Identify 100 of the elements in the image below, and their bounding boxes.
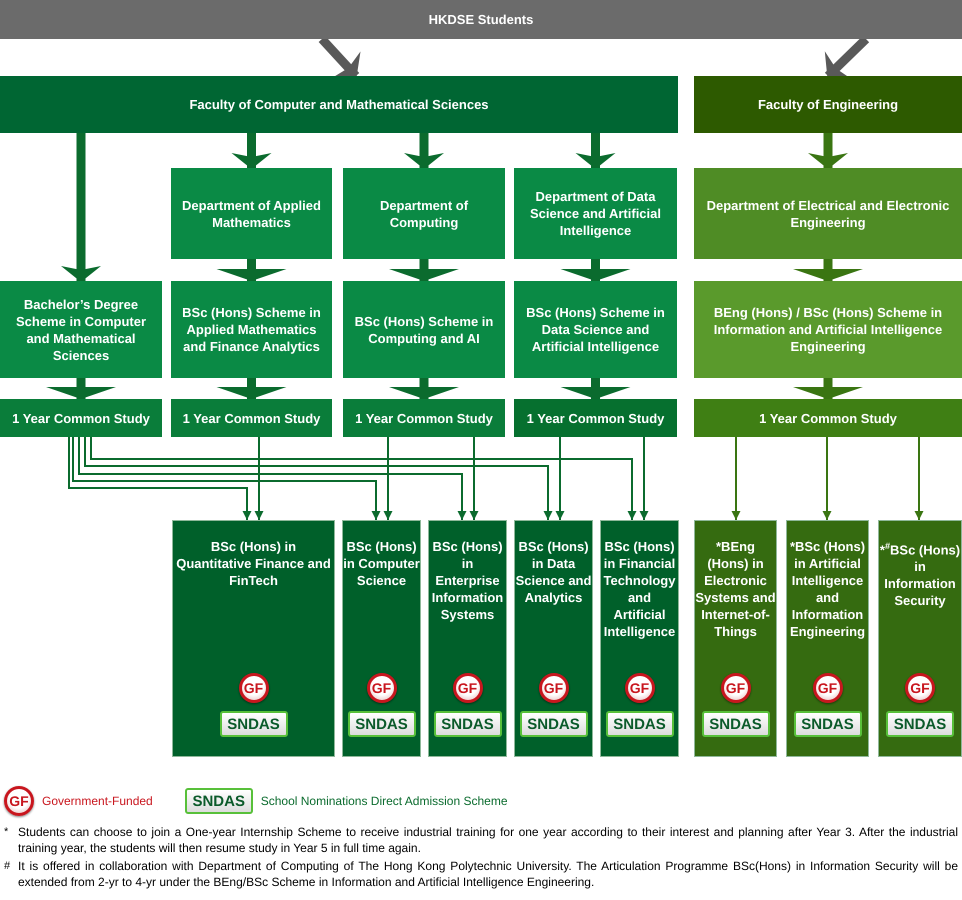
scheme-box (694, 76, 962, 133)
arrow (640, 437, 648, 520)
arrow (404, 133, 444, 169)
gf-badge: GF (624, 673, 654, 703)
box-title: BSc (Hons) Scheme in Computing and AI (354, 312, 494, 346)
box-title: *BEng (Hons) in Electronic Systems and Internet-of-Things (695, 538, 776, 640)
programme-box (172, 520, 335, 757)
programme-box (600, 520, 679, 757)
triangle-arrow (46, 378, 116, 399)
triangle-arrow (389, 259, 459, 281)
arrow (470, 437, 478, 520)
scheme-box (343, 399, 505, 437)
gf-badge: GF (238, 673, 268, 703)
box-title: BEng (Hons) / BSc (Hons) Scheme in Information and Artificial Intelligence Engineering (712, 304, 944, 355)
arrow (822, 437, 832, 520)
box-title: *BSc (Hons) in Artificial Intelligence and Information Engineering (788, 538, 866, 640)
scheme-box (694, 281, 962, 378)
arrow (72, 437, 380, 520)
programme-box (694, 520, 777, 757)
programme-box (342, 520, 421, 757)
sndas-badge: SNDAS (220, 711, 288, 737)
legend-text: School Nominations Direct Admission Scheme (260, 794, 508, 808)
box-title: 1 Year Common Study (355, 410, 493, 426)
box-title: Department of Computing (378, 196, 470, 230)
footnote-mark: * (4, 825, 10, 840)
programme-box (878, 520, 962, 757)
gf-badge: GF (538, 673, 568, 703)
scheme-box (0, 281, 162, 378)
scheme-box (171, 168, 332, 259)
scheme-box (343, 168, 505, 259)
box-title: BSc (Hons) Scheme in Data Science and Artificial Intelligence (525, 304, 666, 355)
triangle-arrow (793, 259, 863, 281)
box-title: 1 Year Common Study (182, 410, 320, 426)
arrow (576, 133, 616, 169)
box-title: BSc (Hons) in Computer Science (343, 538, 420, 589)
header-bar (0, 0, 962, 39)
sndas-badge: SNDAS (434, 711, 502, 737)
triangle-arrow (216, 378, 286, 399)
box-title: BSc (Hons) in Quantitative Finance and FinTech (175, 538, 332, 589)
gf-badge: GF (905, 673, 935, 703)
scheme-box (694, 399, 962, 437)
programme-box (786, 520, 869, 757)
arrow (84, 437, 552, 520)
scheme-box (171, 281, 332, 378)
arrow (808, 133, 848, 169)
box-title: *$^{#}$BSc (Hons) in Information Security (879, 540, 961, 610)
arrow (61, 133, 101, 282)
box-title: BSc (Hons) Scheme in Applied Mathematics and Finance Analytics (181, 304, 322, 355)
sndas-badge: SNDAS (348, 711, 416, 737)
arrow (556, 437, 564, 520)
scheme-box (514, 399, 677, 437)
gf-badge: GF (720, 673, 750, 703)
footnote-text: It is offered in collaboration with Department of Computing of The Hong Kong Polytechnic University. The Articulation Programme BSc(Hons) in Information Security will be extended from 2-yr to 4-yr under the BEng/BSc Scheme in Information and Artificial Intelligence Engineering. (18, 858, 958, 890)
box-title: BSc (Hons) in Data Science and Analytics (515, 538, 592, 606)
scheme-box (171, 399, 332, 437)
scheme-box (514, 168, 677, 259)
box-title: BSc (Hons) in Financial Technology and Artificial Intelligence (602, 538, 676, 640)
sndas-badge: SNDAS (520, 711, 588, 737)
triangle-arrow (560, 259, 630, 281)
scheme-box (694, 168, 962, 259)
triangle-arrow (216, 259, 286, 281)
gf-badge: GF (812, 673, 842, 703)
box-title: 1 Year Common Study (759, 410, 897, 426)
arrow (384, 437, 392, 520)
gf-badge: GF (4, 786, 34, 816)
box-title: Department of Applied Mathematics (181, 196, 322, 230)
footnote-mark: # (4, 859, 12, 874)
arrow (732, 437, 740, 520)
box-title: 1 Year Common Study (526, 410, 664, 426)
sndas-badge: SNDAS (702, 711, 770, 737)
programme-box (514, 520, 593, 757)
sndas-badge: SNDAS (606, 711, 674, 737)
sndas-badge: SNDAS (794, 711, 862, 737)
box-title: Department of Electrical and Electronic Engineering (706, 196, 950, 230)
footnote-text: Students can choose to join a One-year Internship Scheme to receive industrial training for one year according to their interest and planning after Year 3. After the industrial training year, the students will then resume study in Year 5 in full time again. (18, 824, 958, 856)
box-title: HKDSE Students (428, 11, 534, 28)
scheme-box (514, 281, 677, 378)
scheme-box (343, 281, 505, 378)
sndas-badge: SNDAS (184, 788, 253, 814)
gf-badge: GF (452, 673, 482, 703)
box-title: BSc (Hons) in Enterprise Information Systems (430, 538, 504, 623)
box-title: Faculty of Engineering (758, 96, 898, 113)
gf-badge: GF (366, 673, 396, 703)
triangle-arrow (389, 378, 459, 399)
box-title: Bachelor’s Degree Scheme in Computer and Mathematical Sciences (14, 296, 148, 364)
arrow (914, 437, 924, 520)
sndas-badge: SNDAS (886, 711, 954, 737)
arrow (78, 437, 466, 520)
programme-box (428, 520, 507, 757)
legend-text: Government-Funded (42, 794, 153, 808)
triangle-arrow (793, 378, 863, 399)
box-title: 1 Year Common Study (12, 410, 150, 426)
arrow (254, 437, 264, 520)
arrow (90, 437, 636, 520)
box-title: Department of Data Science and Artificial Intelligence (528, 188, 662, 239)
triangle-arrow (560, 378, 630, 399)
scheme-box (0, 76, 678, 133)
box-title: Faculty of Computer and Mathematical Sciences (189, 96, 489, 113)
arrow (68, 437, 252, 520)
arrow (232, 133, 272, 169)
